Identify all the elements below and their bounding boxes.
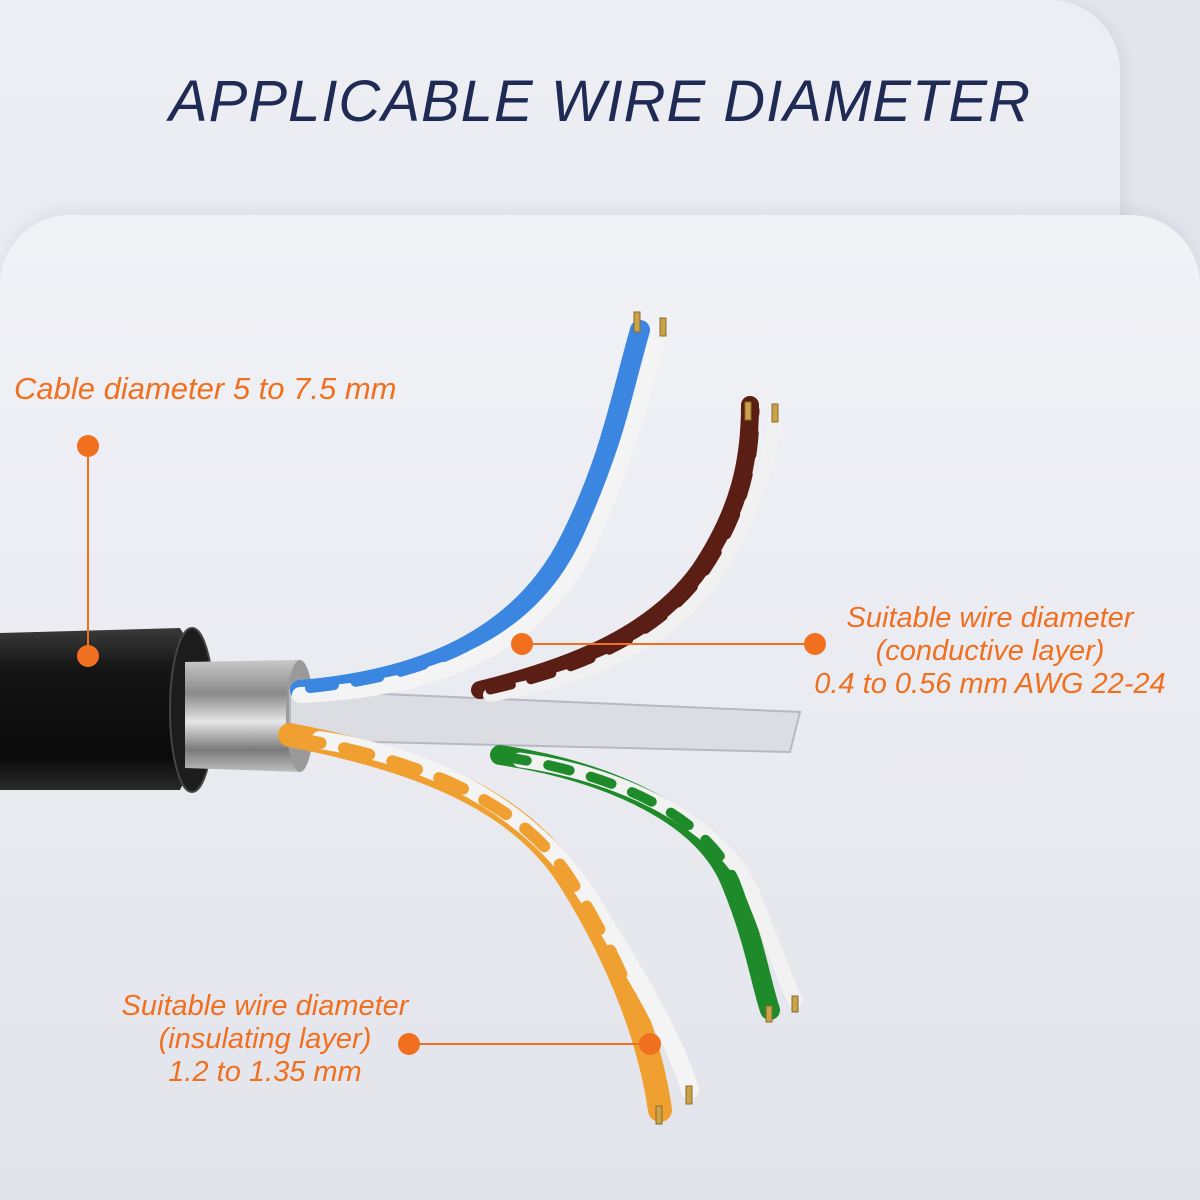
copper-conductor-tips <box>633 311 799 1125</box>
insulating-line-3: 1.2 to 1.35 mm <box>168 1056 362 1088</box>
insulating-line-1: Suitable wire diameter <box>121 990 409 1022</box>
conductive-line-3: 0.4 to 0.56 mm AWG 22-24 <box>814 668 1166 700</box>
conductive-line-2: (conductive layer) <box>875 635 1105 667</box>
insulating-line-2: (insulating layer) <box>158 1023 372 1055</box>
callout-conductive-leader <box>511 633 826 655</box>
green-wire-pair <box>490 745 803 1020</box>
blue-wire-pair <box>290 320 668 703</box>
insulating-layer-label: Suitable wire diameter (insulating layer… <box>95 990 435 1089</box>
cable-diameter-text: Cable diameter 5 to 7.5 mm <box>14 371 397 406</box>
page-title: APPLICABLE WIRE DIAMETER <box>169 69 1031 134</box>
callout-cable-leader <box>77 435 99 667</box>
conductive-line-1: Suitable wire diameter <box>846 602 1134 634</box>
orange-wire-pair <box>278 723 699 1122</box>
cable-jacket <box>0 627 215 793</box>
conductive-layer-label: Suitable wire diameter (conductive layer… <box>780 602 1200 701</box>
brown-wire-pair <box>471 396 782 702</box>
cable-diameter-label: Cable diameter 5 to 7.5 mm <box>14 372 397 405</box>
callout-insulating-leader <box>398 1033 661 1055</box>
